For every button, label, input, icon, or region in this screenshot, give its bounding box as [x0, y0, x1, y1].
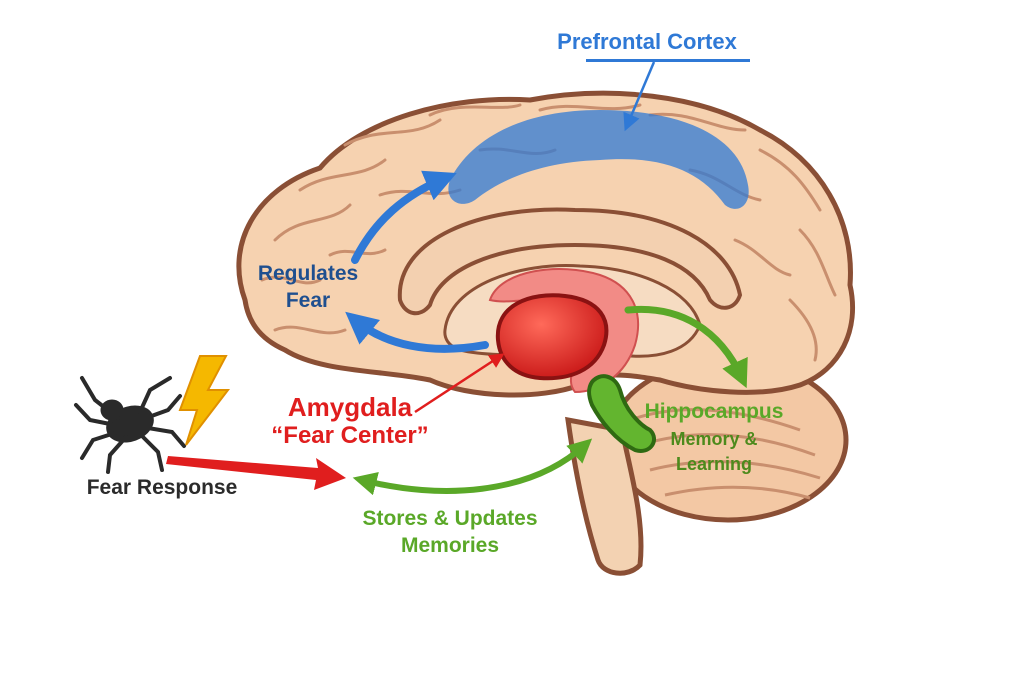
- spider-icon: [74, 376, 186, 474]
- fear-response-arrow: [166, 456, 346, 490]
- amygdala-pointer: [414, 353, 505, 414]
- hippocampus-sub-label-line1: Memory &: [670, 429, 758, 449]
- hippocampus-arrow: [624, 305, 748, 389]
- stores-updates-label-line1: Stores & Updates: [362, 507, 538, 530]
- prefrontal-pointer: [623, 61, 656, 132]
- prefrontal-underline: [586, 59, 750, 62]
- regulates-arrow-lower: [345, 311, 489, 353]
- amygdala-label: Amygdala: [287, 392, 413, 422]
- hippocampus-shape: [587, 374, 656, 453]
- regulates-fear-label-line1: Regulates: [257, 262, 359, 285]
- prefrontal-cortex-label: Prefrontal Cortex: [557, 29, 737, 54]
- memory-double-arrow: [352, 438, 593, 496]
- regulates-fear-label-line2: Fear: [285, 289, 331, 312]
- fear-center-label: “Fear Center”: [271, 422, 429, 449]
- cerebellum: [607, 357, 849, 523]
- amygdala-shape: [495, 293, 609, 381]
- prefrontal-cortex-region: [448, 110, 749, 209]
- lightning-bolt-icon: [178, 355, 231, 446]
- regulates-arrow-upper: [351, 170, 457, 264]
- corpus-callosum: [397, 207, 743, 316]
- hippocampus-label: Hippocampus: [644, 400, 784, 423]
- hippocampus-sub-label-line2: Learning: [675, 454, 752, 474]
- fear-response-label: Fear Response: [86, 476, 238, 499]
- stores-updates-label-line2: Memories: [400, 534, 500, 557]
